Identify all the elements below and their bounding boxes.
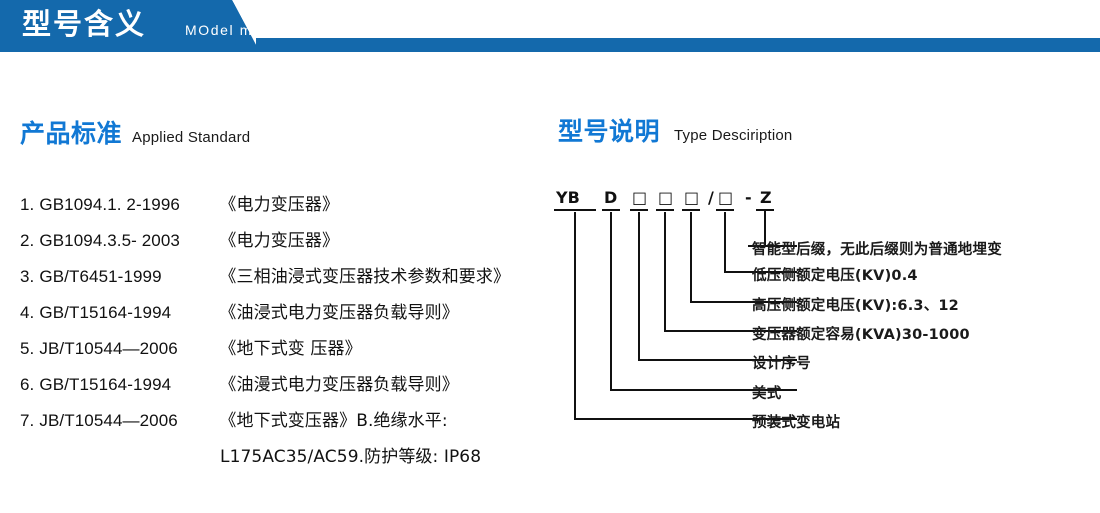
section-heading-right-en: Type Desciription (674, 127, 793, 144)
standard-code: GB1094.1. 2-1996 (39, 195, 180, 214)
list-item: 4. GB/T15164-1994 《油浸式电力变压器负载导则》 (20, 298, 550, 334)
type-code-symbol-box-2: □ (658, 188, 674, 207)
type-code-symbol-box-3: □ (684, 188, 700, 207)
section-heading-right-cn: 型号说明 (558, 117, 661, 146)
standard-name: 《油浸式电力变压器负载导则》 (219, 303, 459, 323)
callout-label-2: 低压侧额定电压(KV)0.4 (752, 268, 918, 284)
standard-index: 2. (20, 231, 35, 250)
standard-code: GB1094.3.5- 2003 (39, 231, 180, 250)
standard-index: 1. (20, 195, 35, 214)
standard-name: 《地下式变 压器》 (219, 339, 362, 359)
list-item: 7. JB/T10544—2006 《地下式变压器》B.绝缘水平: (20, 406, 550, 442)
banner-title-cn: 型号含义 (22, 7, 147, 41)
list-item: 3. GB/T6451-1999 《三相油浸式变压器技术参数和要求》 (20, 262, 550, 298)
banner-shape (0, 0, 1100, 52)
type-code-symbol-dash: - (745, 188, 752, 207)
standard-index: 6. (20, 375, 35, 394)
standard-name: 《电力变压器》 (219, 195, 340, 215)
standard-name: 《电力变压器》 (219, 231, 340, 251)
standard-name: 《三相油浸式变压器技术参数和要求》 (219, 267, 511, 287)
section-heading-type-description: 型号说明 Type Desciription (558, 112, 792, 148)
list-item: 1. GB1094.1. 2-1996 《电力变压器》 (20, 190, 550, 226)
type-code-symbol-slash: / (708, 188, 714, 207)
standard-code: JB/T10544—2006 (39, 411, 178, 430)
standard-name: 《地下式变压器》B.绝缘水平: (219, 411, 448, 431)
standard-code: JB/T10544—2006 (39, 339, 178, 358)
banner-title-en: MOdel maning (185, 22, 296, 38)
section-heading-left-en: Applied Standard (132, 129, 251, 146)
type-code-symbol-z: Z (760, 188, 772, 207)
standard-code: GB/T15164-1994 (39, 375, 172, 394)
list-item: 5. JB/T10544—2006 《地下式变 压器》 (20, 334, 550, 370)
callout-label-3: 高压侧额定电压(KV):6.3、12 (752, 298, 959, 314)
standards-list: 1. GB1094.1. 2-1996 《电力变压器》 2. GB1094.3.… (20, 190, 550, 480)
callout-label-1: 智能型后缀，无此后缀则为普通地埋变 (752, 242, 1002, 258)
standard-code: GB/T6451-1999 (39, 267, 162, 286)
standard-code: GB/T15164-1994 (39, 303, 172, 322)
standard-index: 4. (20, 303, 35, 322)
section-heading-left-cn: 产品标准 (20, 119, 123, 148)
list-item: 2. GB1094.3.5- 2003 《电力变压器》 (20, 226, 550, 262)
standards-continuation-row: L175AC35/AC59.防护等级: IP68 (20, 442, 550, 480)
standard-index: 3. (20, 267, 35, 286)
type-code-symbol-box-4: □ (718, 188, 734, 207)
type-code-diagram: YB D □ □ □ / □ - Z (552, 188, 1092, 438)
header-banner: 型号含义 MOdel maning (0, 0, 1100, 52)
list-item: 6. GB/T15164-1994 《油漫式电力变压器负载导则》 (20, 370, 550, 406)
type-code-symbol-box-1: □ (632, 188, 648, 207)
callout-label-6: 美式 (752, 386, 782, 402)
type-code-symbol-yb: YB (556, 188, 580, 207)
standard-index: 7. (20, 411, 35, 430)
callout-label-4: 变压器额定容易(KVA)30-1000 (752, 327, 970, 343)
standard-index: 5. (20, 339, 35, 358)
callout-label-5: 设计序号 (752, 356, 811, 372)
standards-continuation-text: L175AC35/AC59.防护等级: IP68 (220, 447, 482, 467)
callout-label-7: 预装式变电站 (752, 415, 841, 431)
type-code-symbol-d: D (604, 188, 618, 207)
standard-name: 《油漫式电力变压器负载导则》 (219, 375, 459, 395)
leader-lines (554, 209, 797, 420)
section-heading-applied-standard: 产品标准 Applied Standard (20, 114, 250, 150)
